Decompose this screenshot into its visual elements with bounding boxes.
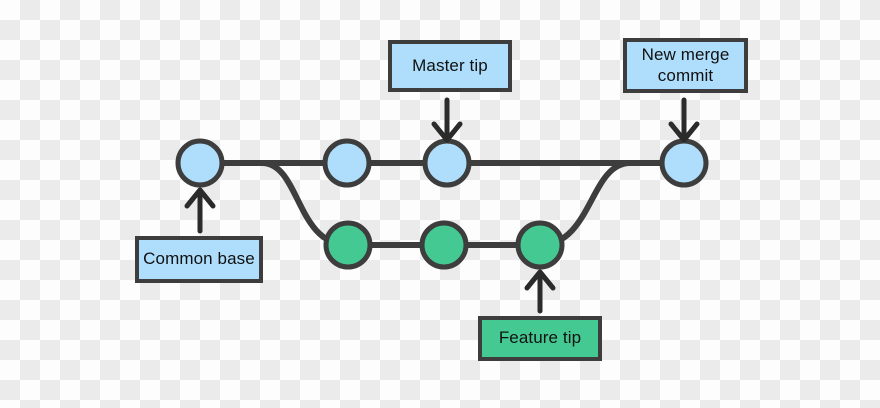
label-text-feature-tip: Feature tip	[498, 328, 582, 348]
node-common-base[interactable]	[175, 138, 225, 188]
node-master-commit-1[interactable]	[322, 138, 372, 188]
label-box-new-merge-commit[interactable]: New merge commit	[623, 38, 748, 93]
arrow-down-master-tip-icon	[431, 97, 463, 143]
label-text-master-tip: Master tip	[412, 55, 488, 75]
label-box-feature-tip[interactable]: Feature tip	[478, 316, 602, 361]
node-feature-commit-2[interactable]	[419, 220, 469, 270]
arrow-up-common-base-icon	[184, 187, 216, 234]
arrow-up-feature-tip-icon	[524, 269, 556, 314]
arrow-down-new-merge-commit-icon	[668, 97, 700, 143]
label-text-common-base: Common base	[143, 249, 255, 269]
node-master-tip[interactable]	[422, 138, 472, 188]
node-feature-commit-1[interactable]	[323, 220, 373, 270]
node-merge-commit[interactable]	[659, 138, 709, 188]
node-feature-tip[interactable]	[515, 220, 565, 270]
label-box-common-base[interactable]: Common base	[135, 236, 263, 283]
label-box-master-tip[interactable]: Master tip	[388, 40, 512, 92]
label-text-new-merge-commit: New merge commit	[641, 45, 730, 85]
